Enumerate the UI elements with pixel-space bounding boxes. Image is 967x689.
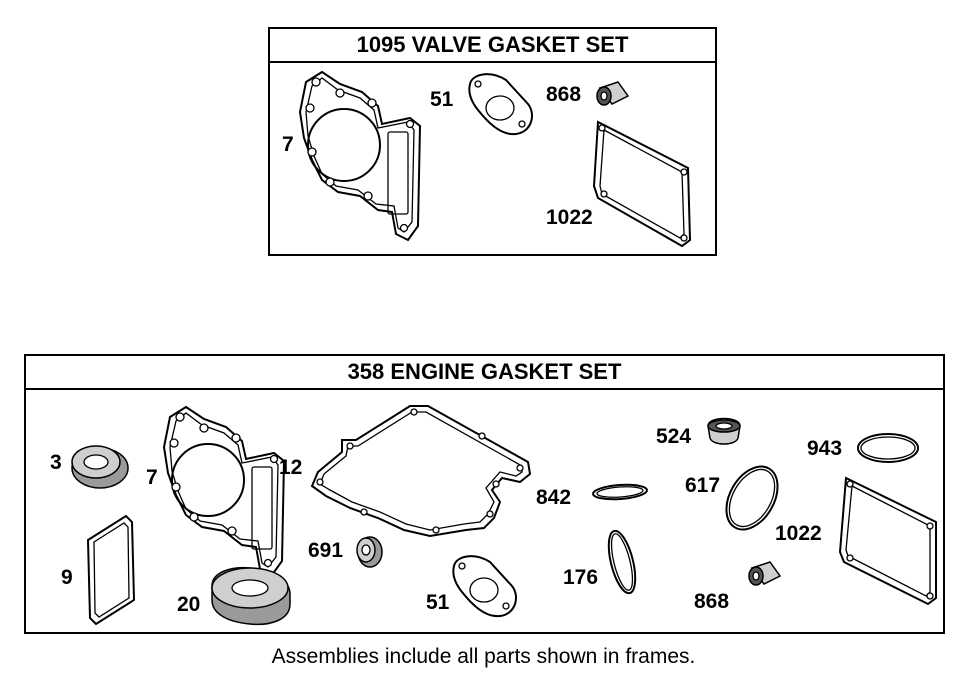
engine-valve-seal-part	[748, 561, 782, 586]
intake-gasket-part	[468, 73, 533, 136]
engine-label-868: 868	[694, 590, 730, 613]
engine-label-20: 20	[177, 593, 201, 616]
ring-943-part	[857, 433, 919, 463]
ring-176-part	[607, 529, 637, 595]
engine-intake-gasket-part	[452, 555, 517, 618]
engine-label-1022: 1022	[775, 522, 822, 545]
engine-label-7: 7	[146, 466, 158, 489]
engine-label-524: 524	[656, 425, 692, 448]
valve-label-7: 7	[282, 133, 294, 156]
ring-842-part	[592, 483, 648, 501]
breather-gasket-part	[86, 514, 136, 626]
oil-seal-large-part	[211, 566, 291, 626]
engine-label-842: 842	[536, 486, 572, 509]
engine-label-3: 3	[50, 451, 62, 474]
valve-gasket-set-title: 1095 VALVE GASKET SET	[270, 29, 715, 63]
oil-seal-small-part	[71, 445, 129, 489]
engine-cover-gasket-part	[838, 476, 937, 606]
valve-label-1022: 1022	[546, 206, 593, 229]
engine-label-176: 176	[563, 566, 599, 589]
engine-label-617: 617	[685, 474, 721, 497]
cover-gasket-part	[592, 120, 692, 248]
sump-gasket-part	[310, 405, 532, 538]
engine-label-691: 691	[308, 539, 344, 562]
valve-seal-part	[596, 81, 630, 106]
head-gasket-part	[298, 70, 422, 242]
engine-label-51: 51	[426, 591, 450, 614]
oring-617-part	[725, 465, 779, 531]
seal-524-part	[707, 417, 741, 445]
valve-gasket-set-frame: 1095 VALVE GASKET SET	[268, 27, 717, 256]
engine-head-gasket-part	[162, 405, 286, 577]
valve-label-51: 51	[430, 88, 454, 111]
engine-label-12: 12	[279, 456, 303, 479]
engine-gasket-set-frame: 358 ENGINE GASKET SET	[24, 354, 945, 634]
engine-gasket-set-title: 358 ENGINE GASKET SET	[26, 356, 943, 390]
seal-691-part	[356, 536, 383, 568]
footer-note: Assemblies include all parts shown in fr…	[271, 645, 696, 668]
engine-label-9: 9	[61, 566, 73, 589]
valve-label-868: 868	[546, 83, 582, 106]
engine-label-943: 943	[807, 437, 843, 460]
